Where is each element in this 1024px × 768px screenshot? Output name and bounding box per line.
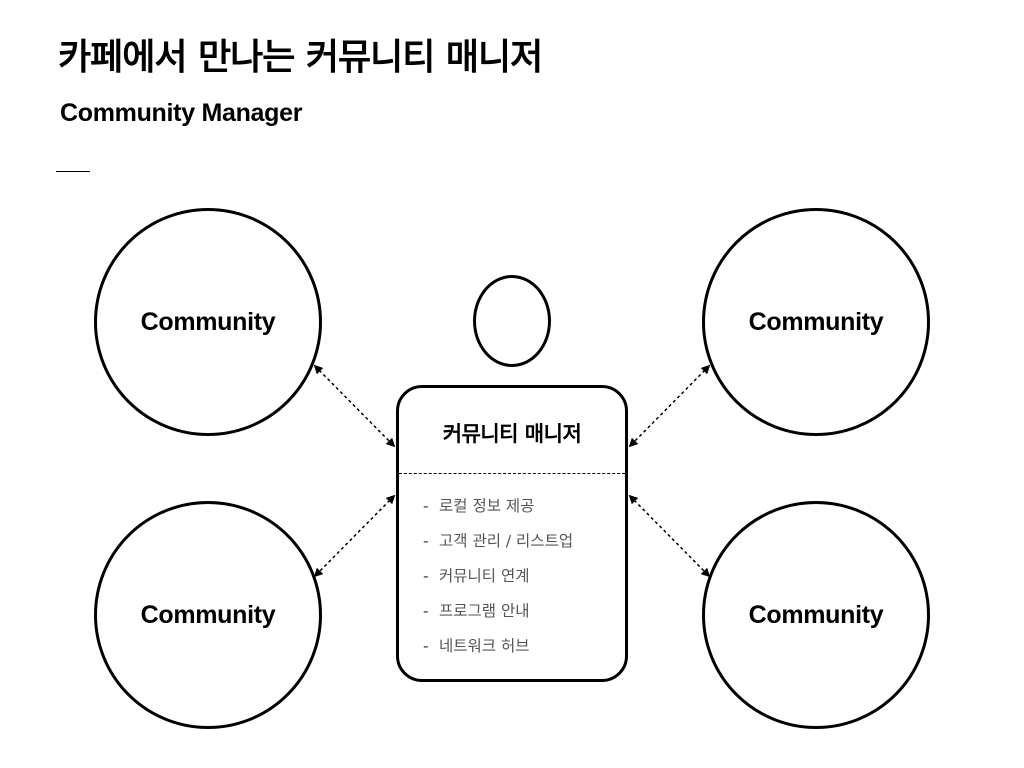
community-circle-top-right: Community xyxy=(702,208,930,436)
role-label: 로컬 정보 제공 xyxy=(439,497,535,515)
role-item: -고객 관리 / 리스트업 xyxy=(423,531,573,566)
bullet-dash: - xyxy=(423,532,429,550)
bullet-dash: - xyxy=(423,637,429,655)
manager-dashed-separator xyxy=(399,473,625,474)
bullet-dash: - xyxy=(423,602,429,620)
role-list: -로컬 정보 제공 -고객 관리 / 리스트업 -커뮤니티 연계 -프로그램 안… xyxy=(423,496,573,671)
community-label: Community xyxy=(140,307,276,336)
bullet-dash: - xyxy=(423,567,429,585)
community-circle-bottom-left: Community xyxy=(94,501,322,729)
connector-bottom-left xyxy=(313,494,396,578)
connector-bottom-right xyxy=(628,494,711,578)
bullet-dash: - xyxy=(423,497,429,515)
community-label: Community xyxy=(140,600,276,629)
role-label: 커뮤니티 연계 xyxy=(439,567,530,585)
manager-card: 커뮤니티 매니저 -로컬 정보 제공 -고객 관리 / 리스트업 -커뮤니티 연… xyxy=(396,385,628,682)
community-label: Community xyxy=(748,600,884,629)
page-subtitle: Community Manager xyxy=(60,99,303,127)
connector-top-right xyxy=(628,364,711,448)
role-label: 네트워크 허브 xyxy=(439,637,530,655)
community-label: Community xyxy=(748,307,884,336)
community-circle-top-left: Community xyxy=(94,208,322,436)
manager-title: 커뮤니티 매니저 xyxy=(442,422,582,446)
role-item: -프로그램 안내 xyxy=(423,601,573,636)
role-label: 고객 관리 / 리스트업 xyxy=(439,532,574,550)
title-divider xyxy=(56,171,90,172)
role-item: -커뮤니티 연계 xyxy=(423,566,573,601)
manager-head-icon xyxy=(473,275,551,367)
page-title: 카페에서 만나는 커뮤니티 매니저 xyxy=(58,37,543,78)
community-circle-bottom-right: Community xyxy=(702,501,930,729)
role-label: 프로그램 안내 xyxy=(439,602,530,620)
connector-top-left xyxy=(313,364,396,448)
role-item: -로컬 정보 제공 xyxy=(423,496,573,531)
role-item: -네트워크 허브 xyxy=(423,636,573,671)
